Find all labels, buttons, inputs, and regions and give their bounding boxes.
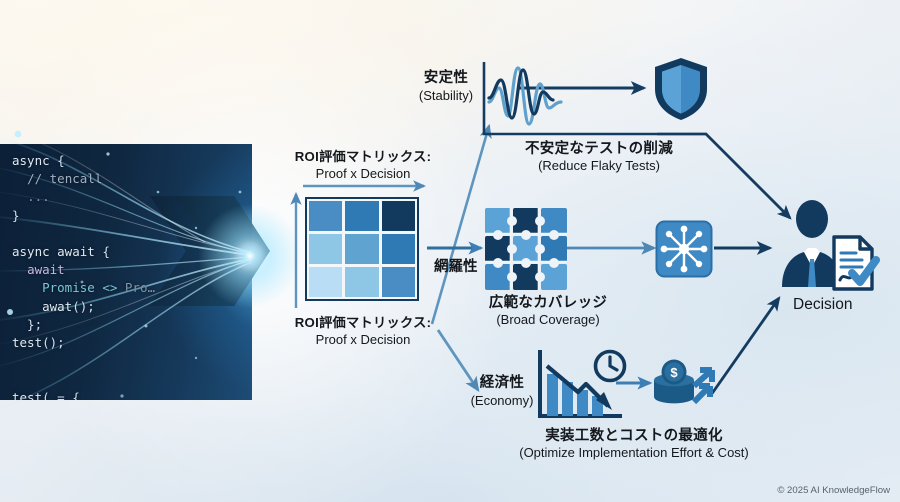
branch-label-economy: 経済性 (Economy) xyxy=(458,371,546,408)
document-shape xyxy=(832,235,880,291)
matrix-title-bottom-ja: ROI評価マトリックス: xyxy=(294,315,432,330)
branch-label-coverage: 網羅性 xyxy=(434,259,478,275)
puzzle-icon xyxy=(485,208,567,290)
edge-matrix-to-stability xyxy=(430,123,492,325)
matrix-cell xyxy=(309,201,343,231)
matrix-cell xyxy=(381,234,415,264)
svg-text:$: $ xyxy=(670,365,678,380)
matrix-title-bottom: ROI評価マトリックス: Proof x Decision xyxy=(268,312,458,347)
caption-economy-en: (Optimize Implementation Effort & Cost) xyxy=(519,445,749,460)
edge-matrix-to-economy xyxy=(436,329,480,393)
matrix-title-top-ja: ROI評価マトリックス: xyxy=(294,149,432,164)
branch-label-stability: 安定性 (Stability) xyxy=(408,66,484,103)
matrix-cell xyxy=(309,234,343,264)
person-shape xyxy=(782,200,842,287)
coins-growth-icon: $ xyxy=(654,359,715,405)
decision-label: Decision xyxy=(793,296,853,313)
matrix-cell xyxy=(381,267,415,297)
waveform-icon xyxy=(487,66,563,126)
caption-stability: 不安定なテストの削減 (Reduce Flaky Tests) xyxy=(487,137,711,173)
copyright-text: © 2025 AI KnowledgeFlow xyxy=(777,485,890,496)
network-hub-icon xyxy=(655,220,713,278)
roi-matrix[interactable] xyxy=(305,197,419,301)
shield-icon xyxy=(655,58,707,120)
caption-stability-ja: 不安定なテストの削減 xyxy=(525,141,673,157)
caption-coverage-ja: 広範なカバレッジ xyxy=(488,295,608,311)
branch-label-economy-en: (Economy) xyxy=(470,393,534,408)
caption-coverage-en: (Broad Coverage) xyxy=(496,312,600,327)
caption-economy: 実装工数とコストの最適化 (Optimize Implementation Ef… xyxy=(460,424,808,460)
branch-label-stability-ja: 安定性 xyxy=(423,70,469,86)
declining-bar-chart-clock-icon xyxy=(538,349,627,418)
caption-stability-en: (Reduce Flaky Tests) xyxy=(538,158,660,173)
code-panel: async { // tencall ... } async await { a… xyxy=(0,144,252,400)
matrix-title-top-en: Proof x Decision xyxy=(315,166,411,181)
caption-economy-ja: 実装工数とコストの最適化 xyxy=(545,428,723,444)
businessman-document-check-icon xyxy=(782,200,880,291)
edge-stability-to-decision xyxy=(657,132,792,220)
matrix-title-top: ROI評価マトリックス: Proof x Decision xyxy=(268,146,458,181)
stability-chart-axes xyxy=(482,62,657,136)
matrix-cell xyxy=(345,267,379,297)
code-text: async { // tencall ... } async await { a… xyxy=(12,153,156,400)
matrix-cell xyxy=(381,201,415,231)
matrix-cell xyxy=(345,201,379,231)
branch-label-stability-en: (Stability) xyxy=(418,88,474,103)
edge-economy-to-decision xyxy=(709,296,781,396)
matrix-title-bottom-en: Proof x Decision xyxy=(315,332,411,347)
caption-coverage: 広範なカバレッジ (Broad Coverage) xyxy=(470,291,626,327)
matrix-cell xyxy=(345,234,379,264)
matrix-cell xyxy=(309,267,343,297)
branch-label-economy-ja: 経済性 xyxy=(479,375,525,391)
